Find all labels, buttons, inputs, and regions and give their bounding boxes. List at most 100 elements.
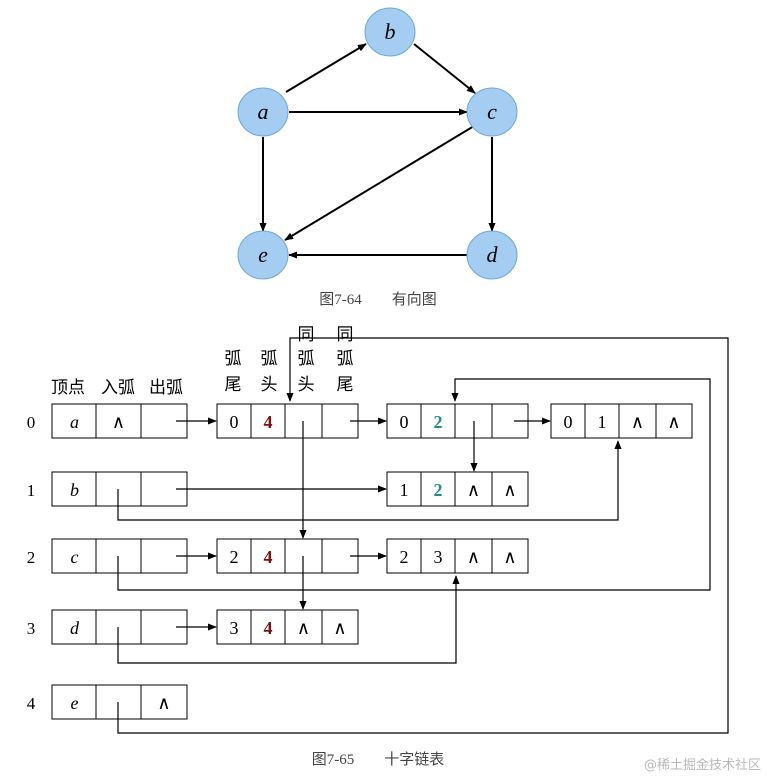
arc-cell-tail-text: 0: [230, 412, 239, 432]
arc-cell-tail-text: 3: [230, 618, 239, 638]
graph-node-circle: [364, 7, 416, 57]
row-index: 1: [27, 481, 36, 500]
row-index: 0: [27, 413, 36, 432]
arc-cell-head-text: 1: [598, 412, 607, 432]
arc-cell-tlink-text: ∧: [333, 618, 346, 638]
link-b-in-n01: [117, 440, 622, 521]
graph-nodes: a b c d e: [237, 7, 518, 280]
arc-cell-head-text: 4: [264, 412, 273, 432]
edge-a-b: [285, 43, 367, 93]
arc-header-tlink-2: 弧: [337, 349, 354, 368]
arc-cell-head-text: 2: [434, 412, 443, 432]
row-index: 3: [27, 619, 36, 638]
list-caption: 图7-65 十字链表: [312, 751, 445, 768]
arc-cell-hlink: [284, 609, 323, 645]
graph-node-e: e: [237, 230, 289, 280]
header-vertex: 顶点: [51, 378, 85, 397]
arc-cell-hlink-text: ∧: [297, 618, 310, 638]
arc-cell-tail-text: 0: [400, 412, 409, 432]
arc-header-hlink-1: 同: [298, 325, 315, 344]
list-links: [117, 337, 729, 734]
graph-node-label: a: [258, 99, 269, 124]
arc-node-headers: 弧 尾 弧 头 同 弧 头 同 弧 尾: [225, 325, 354, 394]
arc-cell-tail-text: 1: [400, 480, 409, 500]
graph-node-circle: [466, 87, 518, 137]
arc-header-tlink-3: 尾: [337, 375, 354, 394]
arc-cell-hlink-text: ∧: [631, 412, 644, 432]
vertex-cell-in-text: ∧: [112, 412, 125, 432]
arc-cell-tail: [386, 403, 422, 439]
link-e-in-n04: [117, 337, 729, 734]
vertex-row-0: 0 a ∧: [27, 403, 188, 439]
link-c-in-n02: [117, 378, 711, 591]
arc-cell-head-text: 4: [264, 618, 273, 638]
graph-node-label: e: [258, 242, 268, 267]
arc-header-head-3: 头: [261, 375, 278, 394]
arc-cell-hlink: [454, 471, 493, 507]
arc-node-n34: 3 4 ∧ ∧: [216, 609, 359, 645]
arc-cell-head-text: 4: [264, 547, 273, 567]
watermark: @稀土掘金技术社区: [643, 758, 761, 773]
arc-cell-head-text: 3: [434, 547, 443, 567]
vertex-headers: 顶点 入弧 出弧: [51, 378, 183, 397]
arc-cell-tlink-text: ∧: [503, 480, 516, 500]
graph-node-d: d: [466, 230, 518, 280]
vertex-cell-vertex-text: e: [71, 693, 79, 713]
edge-c-e: [284, 125, 475, 241]
arc-cell-tlink-text: ∧: [667, 412, 680, 432]
graph-node-c: c: [466, 87, 518, 137]
row-index: 4: [27, 694, 36, 713]
vertex-cell-vertex: [51, 609, 98, 645]
arc-header-tlink-1: 同: [337, 325, 354, 344]
arc-cell-tail-text: 2: [400, 547, 409, 567]
vertex-cell-in: [95, 403, 142, 439]
arc-cell-head: [420, 471, 456, 507]
vertex-cell-out-text: ∧: [157, 693, 170, 713]
arc-cell-head: [420, 403, 456, 439]
arc-cell-tlink: [321, 609, 359, 645]
graph-node-circle: [237, 230, 289, 280]
edge-b-c: [413, 43, 476, 94]
arc-cell-head: [584, 403, 620, 439]
arc-header-tail-2: 弧: [225, 349, 242, 368]
link-d-in-n23: [117, 575, 460, 664]
arc-cell-tail: [216, 538, 252, 574]
arc-cell-tlink-text: ∧: [503, 547, 516, 567]
arc-cell-hlink: [454, 538, 493, 574]
graph-node-label: d: [487, 242, 499, 267]
arc-cell-tlink: [655, 403, 693, 439]
graph-edges: [259, 43, 496, 259]
graph-node-label: b: [385, 19, 396, 44]
graph-node-circle: [237, 87, 289, 137]
vertex-cell-out: [140, 684, 188, 720]
arc-cell-tail: [550, 403, 586, 439]
graph-node-a: a: [237, 87, 289, 137]
vertex-cell-vertex-text: c: [71, 547, 79, 567]
arc-cell-head: [420, 538, 456, 574]
graph-node-label: c: [487, 99, 497, 124]
arc-cell-head: [250, 538, 286, 574]
arc-header-hlink-2: 弧: [298, 349, 315, 368]
vertex-cell-vertex-text: a: [70, 412, 79, 432]
directed-graph: a b c d e 图7-64 有向图: [237, 7, 518, 308]
arc-cell-tlink: [491, 471, 529, 507]
graph-caption: 图7-64 有向图: [319, 291, 437, 308]
arc-header-hlink-3: 头: [298, 375, 315, 394]
header-in-arc: 入弧: [101, 378, 135, 397]
arc-node-n23: 2 3 ∧ ∧: [386, 538, 529, 574]
arc-cell-hlink-text: ∧: [467, 547, 480, 567]
header-out-arc: 出弧: [149, 378, 183, 397]
arc-cell-tail: [216, 609, 252, 645]
arc-cell-head-text: 2: [434, 480, 443, 500]
arc-cell-tlink: [491, 538, 529, 574]
row-index: 2: [27, 548, 36, 567]
